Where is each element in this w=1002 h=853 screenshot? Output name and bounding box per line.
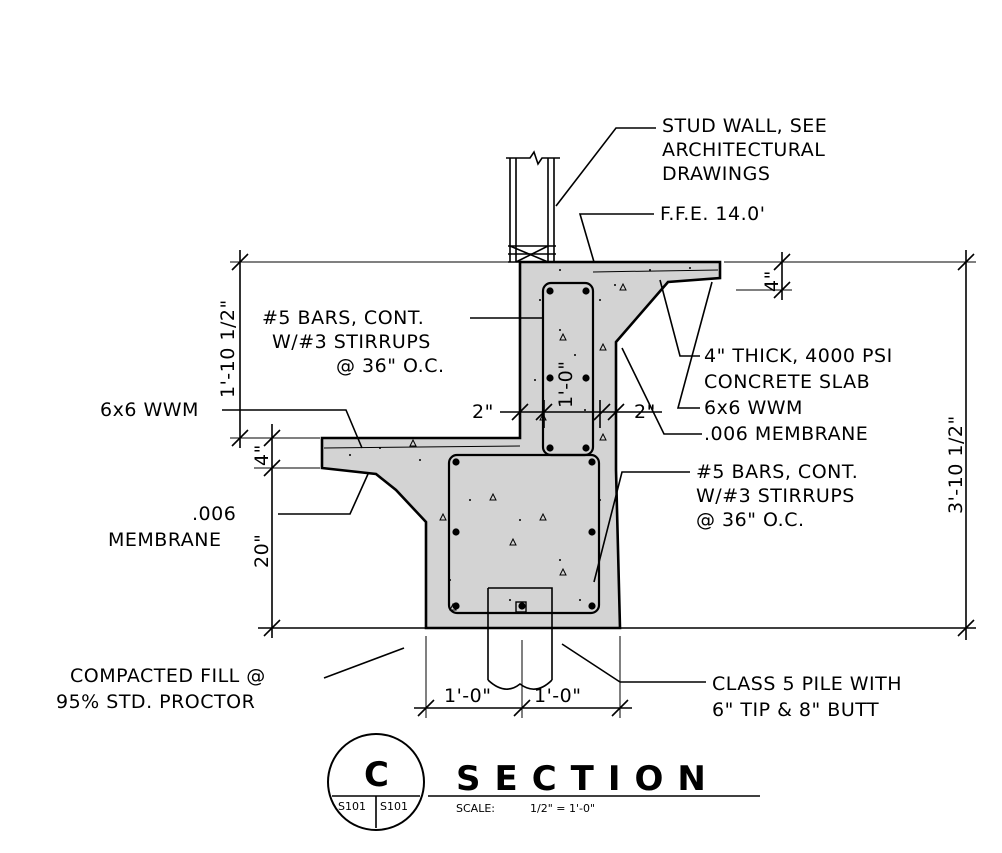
- ffe-label: F.F.E. 14.0': [660, 203, 765, 225]
- fill-line-1: COMPACTED FILL @: [70, 665, 266, 687]
- rebar-dot: [546, 444, 554, 452]
- extension-lines: [230, 261, 976, 718]
- rebar-dot: [588, 602, 596, 610]
- section-title: SECTION: [456, 759, 720, 799]
- rebar-dot: [452, 458, 460, 466]
- dim-pile-right: 1'-0": [534, 685, 582, 707]
- dim-total-height: 3'-10 1/2": [945, 415, 967, 514]
- pile-line-2: 6" TIP & 8" BUTT: [712, 699, 879, 721]
- rebar-dot: [452, 528, 460, 536]
- stud-wall-line-3: DRAWINGS: [662, 163, 770, 185]
- membrane-left-line-2: MEMBRANE: [108, 529, 221, 551]
- dim-slab-right: 4": [761, 270, 783, 292]
- membrane-right-label: .006 MEMBRANE: [704, 423, 868, 445]
- slab-wwm-right: [592, 269, 719, 273]
- bars-lower-line-3: @ 36" O.C.: [696, 509, 805, 531]
- dim-slab-left: 4": [251, 444, 273, 466]
- pile: [487, 587, 553, 690]
- rebar-dot: [588, 528, 596, 536]
- bars-upper-line-3: @ 36" O.C.: [336, 355, 445, 377]
- wwm-left-label: 6x6 WWM: [100, 399, 199, 421]
- rebar-dot: [452, 602, 460, 610]
- dim-upper-height: 1'-10 1/2": [217, 299, 239, 398]
- rebar-dot: [546, 374, 554, 382]
- rebar-dot: [546, 287, 554, 295]
- detail-bubble-divider: [332, 795, 420, 828]
- rebar-dot: [582, 287, 590, 295]
- stud-wall: [506, 150, 560, 263]
- scale-label: SCALE:: [456, 802, 495, 815]
- dim-cover-left: 2": [472, 401, 494, 423]
- wwm-right-label: 6x6 WWM: [704, 397, 803, 419]
- lower-stirrup: [447, 453, 601, 615]
- sheet-ref-left: S101: [338, 800, 366, 813]
- pile-line-1: CLASS 5 PILE WITH: [712, 673, 902, 695]
- dim-wall-width: 1'-0": [555, 361, 577, 409]
- dim-cover-right: 2": [634, 401, 656, 423]
- leader-lines: [222, 127, 713, 683]
- rebar-dot: [582, 374, 590, 382]
- membrane-left-line-1: .006: [192, 503, 236, 525]
- fill-line-2: 95% STD. PROCTOR: [56, 691, 255, 713]
- detail-id: C: [364, 755, 389, 795]
- stud-wall-line-1: STUD WALL, SEE: [662, 115, 827, 137]
- rebar-dot: [588, 458, 596, 466]
- slab-line-2: CONCRETE SLAB: [704, 371, 870, 393]
- title-block: C S101 S101 SECTION SCALE: 1/2" = 1'-0": [327, 733, 760, 831]
- bars-upper-line-2: W/#3 STIRRUPS: [272, 331, 431, 353]
- scale-value: 1/2" = 1'-0": [530, 802, 595, 815]
- concrete-triangles: [409, 282, 627, 611]
- rebar-dots: [452, 287, 596, 610]
- bars-lower-line-2: W/#3 STIRRUPS: [696, 485, 855, 507]
- slab-wwm-left: [323, 445, 521, 449]
- dim-footing-depth: 20": [251, 534, 273, 568]
- slab-line-1: 4" THICK, 4000 PSI: [704, 345, 893, 367]
- bars-upper-line-1: #5 BARS, CONT.: [262, 307, 424, 329]
- sheet-ref-right: S101: [380, 800, 408, 813]
- stud-wall-line-2: ARCHITECTURAL: [662, 139, 825, 161]
- dimension-lines: [231, 250, 975, 717]
- detail-bubble: [327, 733, 425, 831]
- bars-lower-line-1: #5 BARS, CONT.: [696, 461, 858, 483]
- rebar-dot: [582, 444, 590, 452]
- rebar-dot: [518, 602, 526, 610]
- dim-pile-left: 1'-0": [444, 685, 492, 707]
